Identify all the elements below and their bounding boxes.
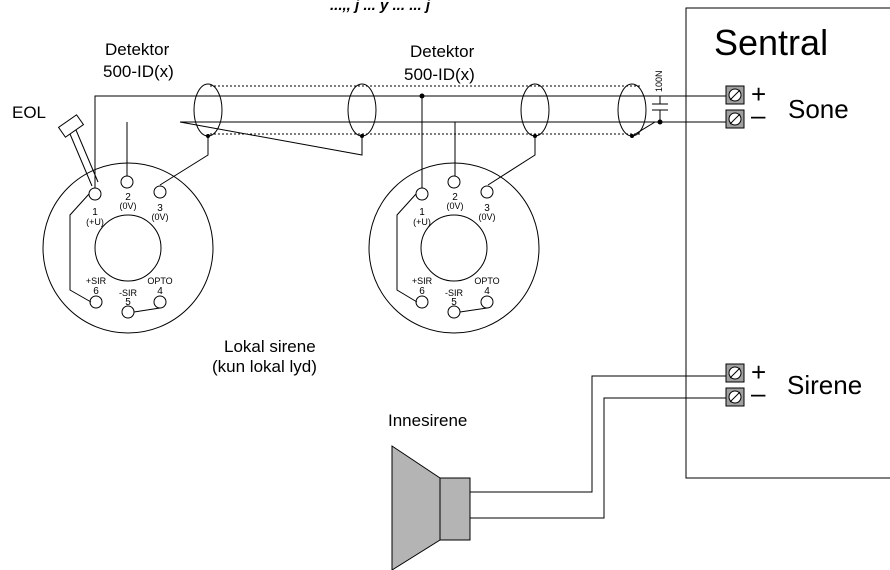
- speaker-body: [439, 477, 471, 541]
- d1-t3-sub: (0V): [151, 212, 168, 222]
- indoor-siren-label: Innesirene: [388, 411, 467, 430]
- d2-t6-num: 6: [419, 286, 425, 297]
- plus-loop-wire: [94, 95, 726, 188]
- d1-t6-sub: +SIR: [86, 276, 107, 286]
- d1-t5-num: 5: [125, 297, 131, 308]
- eol-resistor: [57, 114, 99, 187]
- d1-t6-num: 6: [93, 286, 99, 297]
- local-siren-line2: (kun lokal lyd): [212, 357, 317, 376]
- d1-t1-num: 1: [92, 207, 98, 218]
- d2-t2-sub: (0V): [446, 201, 463, 211]
- siren-terminal-block: [725, 363, 745, 407]
- detector-1-terminal-1: [88, 187, 102, 201]
- d2-t3-num: 3: [484, 203, 490, 214]
- cable-shield-3: [520, 83, 550, 137]
- detector-1-terminal-2: [120, 175, 134, 189]
- zone-minus-sign: –: [751, 100, 766, 130]
- zone-label: Sone: [788, 94, 849, 124]
- d2-t3-sub: (0V): [478, 212, 495, 222]
- siren-plus-sign: +: [751, 357, 766, 387]
- detector-2-terminal-4: [480, 295, 494, 309]
- header-fragment: ...,, j ... y ... ... j: [330, 0, 431, 14]
- eol-label: EOL: [12, 103, 46, 122]
- d2-t5-sub: -SIR: [445, 288, 464, 298]
- d1-t2-num: 2: [125, 192, 131, 203]
- cable-shield-2: [347, 83, 377, 137]
- capacitor-label: 100N: [654, 70, 664, 92]
- d2-t6-sub: +SIR: [412, 276, 433, 286]
- siren-terminal-label: Sirene: [787, 370, 862, 400]
- detector-1-terminal-6: [89, 295, 103, 309]
- d2-t4-sub: OPTO: [474, 276, 499, 286]
- detector-2-base: [368, 162, 540, 334]
- detector-1-terminal-3: [153, 185, 167, 199]
- d1-t3-num: 3: [157, 203, 163, 214]
- detector-2-terminal-6: [415, 295, 429, 309]
- central-panel: [685, 7, 890, 479]
- d1-t4-sub: OPTO: [147, 276, 172, 286]
- d1-t2-sub: (0V): [119, 201, 136, 211]
- speaker-cone: [391, 445, 441, 570]
- detector-2-model: 500-ID(x): [404, 65, 475, 84]
- d2-t1-sub: (+U): [413, 217, 431, 227]
- detector-1-base: [42, 162, 214, 334]
- siren-minus-sign: –: [751, 378, 766, 408]
- siren-minus-wire: [470, 397, 726, 519]
- siren-plus-wire: [470, 375, 726, 493]
- detector-2: [368, 162, 540, 334]
- indoor-siren-speaker: [391, 445, 471, 570]
- d2-t4-num: 4: [484, 286, 490, 297]
- d1-t1-sub: (+U): [86, 217, 104, 227]
- detector-1: [42, 162, 214, 334]
- local-siren-line1: Lokal sirene: [224, 337, 316, 356]
- capacitor: [652, 96, 668, 122]
- panel-title: Sentral: [714, 22, 828, 63]
- detector-1-title: Detektor: [105, 40, 170, 59]
- cable-shield-4: [617, 83, 647, 137]
- d1-t5-sub: -SIR: [119, 288, 138, 298]
- zone-plus-sign: +: [751, 79, 766, 109]
- detector-1-model: 500-ID(x): [103, 62, 174, 81]
- loop-wires: [94, 83, 726, 188]
- d1-t4-num: 4: [157, 286, 163, 297]
- d2-t2-num: 2: [452, 192, 458, 203]
- detector-2-terminal-3: [480, 185, 494, 199]
- detector-2-terminal-1: [415, 187, 429, 201]
- zone-terminal-block: [725, 85, 745, 129]
- d2-t1-num: 1: [419, 207, 425, 218]
- detector-2-terminal-2: [447, 175, 461, 189]
- detector-2-title: Detektor: [410, 42, 475, 61]
- cable-shield-1: [193, 83, 223, 137]
- detector-1-terminal-4: [153, 295, 167, 309]
- d2-t5-num: 5: [451, 297, 457, 308]
